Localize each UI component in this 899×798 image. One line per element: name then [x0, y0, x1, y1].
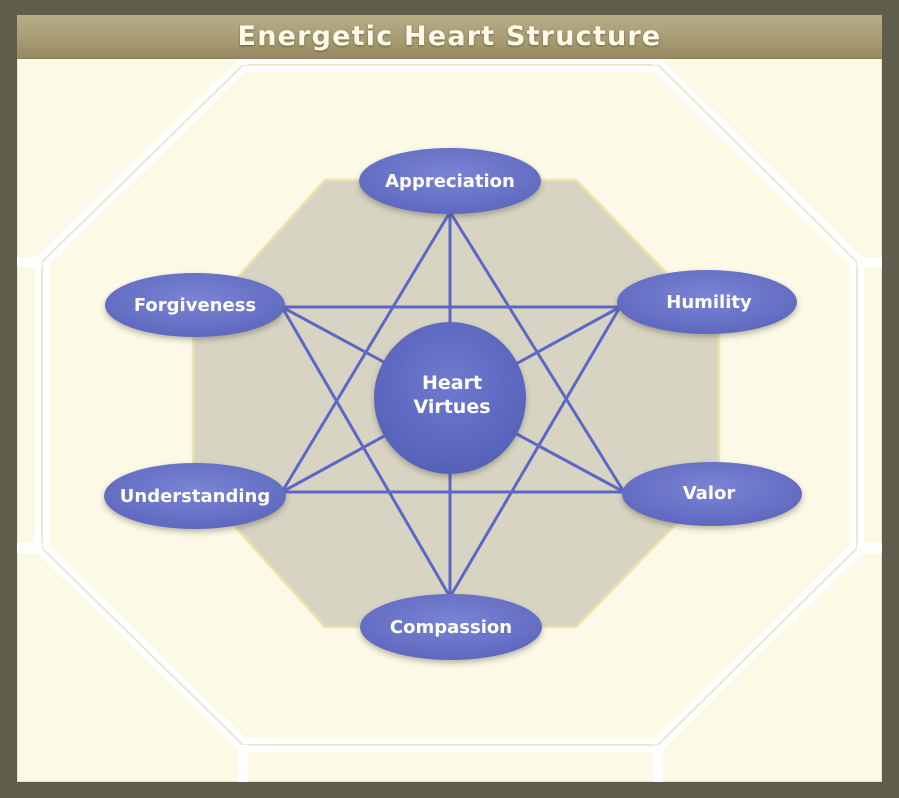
node-label: Compassion: [390, 617, 512, 638]
node-valor: Valor: [622, 462, 802, 526]
node-appreciation: Appreciation: [359, 148, 541, 214]
node-humility: Humility: [617, 270, 797, 334]
background-tile-pattern: [17, 59, 882, 782]
node-ellipse: [622, 462, 802, 526]
node-compassion: Compassion: [360, 594, 542, 660]
node-ellipse: [104, 463, 286, 529]
node-ellipse: [617, 270, 797, 334]
node-ellipse: [105, 273, 285, 337]
node-understanding: Understanding: [104, 463, 286, 529]
node-label: Humility: [666, 292, 752, 313]
node-label: Appreciation: [385, 171, 515, 192]
node-label: Forgiveness: [134, 295, 256, 316]
title-bar: Energetic Heart Structure: [17, 15, 882, 59]
center-hub-label-line2: Virtues: [413, 396, 490, 418]
connector-line: [280, 305, 452, 599]
connector-lines: [280, 210, 626, 599]
node-label: Understanding: [120, 486, 270, 507]
connector-line: [448, 305, 622, 599]
page-title: Energetic Heart Structure: [237, 21, 662, 52]
center-hub-circle: [374, 322, 526, 474]
node-label: Valor: [683, 483, 736, 504]
node-forgiveness: Forgiveness: [105, 273, 285, 337]
center-hub: Heart Virtues: [374, 322, 526, 474]
node-ellipse: [360, 594, 542, 660]
center-hub-label-line1: Heart: [422, 372, 482, 394]
node-ellipse: [359, 148, 541, 214]
